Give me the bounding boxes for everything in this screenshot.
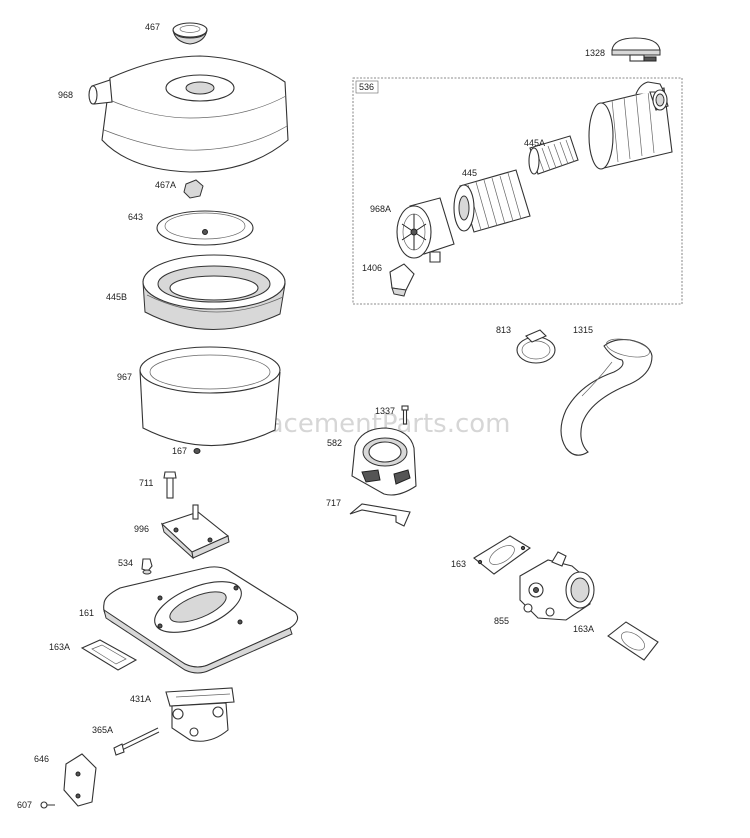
part-813-clamp[interactable] [516, 329, 556, 364]
part-607-screw[interactable] [40, 801, 55, 809]
label-445: 445 [462, 168, 477, 178]
label-717: 717 [326, 498, 341, 508]
label-536: 536 [359, 82, 374, 92]
part-431A-adapter[interactable] [165, 687, 235, 742]
part-643-plate[interactable] [156, 210, 254, 246]
part-445A-inner-element[interactable] [528, 135, 579, 175]
part-467-cap[interactable] [172, 22, 208, 45]
part-967-filter[interactable] [139, 346, 281, 447]
label-161: 161 [79, 608, 94, 618]
part-163A-gasket-left[interactable] [80, 639, 138, 671]
part-445-element[interactable] [453, 169, 531, 233]
label-646: 646 [34, 754, 49, 764]
part-1328-cap[interactable] [611, 37, 661, 62]
label-163A-right: 163A [573, 624, 594, 634]
label-711: 711 [139, 478, 153, 488]
kit-536-frame [352, 77, 683, 305]
label-855: 855 [494, 616, 509, 626]
label-167: 167 [172, 446, 187, 456]
label-365A: 365A [92, 725, 113, 735]
label-607: 607 [17, 800, 32, 810]
label-163A-left: 163A [49, 642, 70, 652]
part-711-stud[interactable] [163, 471, 177, 499]
label-968: 968 [58, 90, 73, 100]
label-534: 534 [118, 558, 133, 568]
kit-536-tag [355, 80, 379, 94]
label-1406: 1406 [362, 263, 382, 273]
part-717-strap[interactable] [349, 503, 411, 527]
label-1337: 1337 [375, 406, 395, 416]
part-646-bracket[interactable] [63, 753, 97, 807]
part-996-bracket[interactable] [160, 504, 230, 560]
part-1406-valve[interactable] [389, 263, 415, 297]
part-167-nut[interactable] [193, 448, 201, 454]
part-canister-housing[interactable] [588, 81, 673, 170]
part-163-gasket[interactable] [473, 535, 531, 575]
label-967: 967 [117, 372, 132, 382]
part-445B-precleaner[interactable] [142, 254, 286, 330]
label-582: 582 [327, 438, 342, 448]
part-968-cover[interactable] [88, 55, 289, 173]
part-582-mount[interactable] [351, 427, 417, 496]
label-163: 163 [451, 559, 466, 569]
label-445A: 445A [524, 138, 545, 148]
part-534-nut[interactable] [141, 558, 153, 575]
label-1328: 1328 [585, 48, 605, 58]
label-1315: 1315 [573, 325, 593, 335]
part-163A-gasket-right[interactable] [607, 621, 659, 661]
label-643: 643 [128, 212, 143, 222]
part-855-throttle-body[interactable] [519, 551, 595, 621]
label-445B: 445B [106, 292, 127, 302]
label-431A: 431A [130, 694, 151, 704]
part-968A-end-cover[interactable] [396, 197, 455, 263]
part-365A-screw[interactable] [113, 727, 160, 756]
label-996: 996 [134, 524, 149, 534]
label-813: 813 [496, 325, 511, 335]
part-1315-hose[interactable] [560, 336, 653, 456]
part-1337-screw[interactable] [401, 405, 409, 425]
label-467: 467 [145, 22, 160, 32]
part-161-baseplate[interactable] [103, 566, 299, 674]
part-467A-nut[interactable] [183, 179, 204, 199]
label-467A: 467A [155, 180, 176, 190]
label-968A: 968A [370, 204, 391, 214]
